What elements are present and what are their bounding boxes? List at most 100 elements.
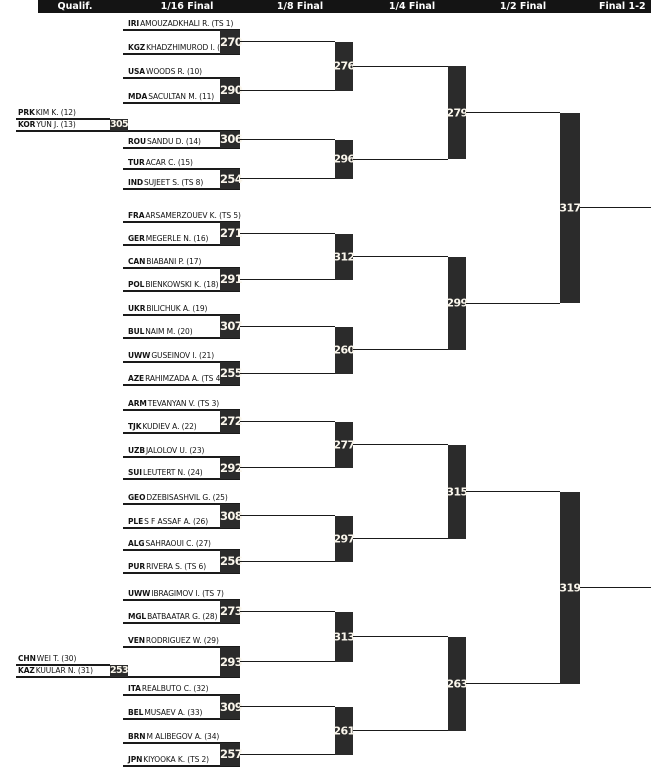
match-number: 292 [220,461,243,475]
connector-line [240,753,335,755]
athlete-slot-line [123,337,240,339]
athlete-entry: TJKKUDIEV A. (22) [128,422,197,432]
round-header-final: Final 1-2 [599,1,646,12]
athlete-slot-line [123,478,240,480]
athlete-name: AMOUZADKHALI R. (TS 1) [140,19,234,28]
country-code: SUI [128,468,142,477]
athlete-name: WOODS R. (10) [146,67,202,76]
connector-line [466,302,560,304]
qualifier-slot-line [16,130,128,132]
match-number: 291 [220,272,243,286]
athlete-name: IBRAGIMOV I. (TS 7) [151,589,224,598]
athlete-slot-line [123,168,240,170]
match-box-round [448,636,466,731]
match-box-r16 [220,362,240,385]
athlete-slot-line [123,384,240,386]
connector-line [240,706,335,708]
match-number: 297 [333,532,355,546]
country-code: GER [128,234,145,243]
athlete-name: KUDIEV A. (22) [142,422,197,431]
athlete-slot-line [123,622,240,624]
athlete-slot-line [123,290,240,292]
athlete-name: SACULTAN M. (11) [148,92,215,101]
country-code: JPN [128,755,143,764]
country-code: PLE [128,517,144,526]
athlete-slot-line [123,718,240,720]
match-box-r16 [220,30,240,54]
athlete-slot-line [123,409,240,411]
connector-line [353,158,448,160]
country-code: ALG [128,539,145,548]
athlete-entry: IRIAMOUZADKHALI R. (TS 1) [128,19,233,29]
athlete-name: KIYOOKA K. (TS 2) [143,755,210,764]
match-number: 272 [220,414,243,428]
athlete-entry: UWWIBRAGIMOV I. (TS 7) [128,589,224,599]
match-box-round [560,112,580,304]
athlete-name: MUSAEV A. (33) [144,708,203,717]
connector-line [240,232,335,234]
athlete-slot-line [123,147,240,149]
connector-line [466,491,560,493]
match-number: 306 [220,132,243,146]
qualif-match-box [110,665,128,677]
match-box-round [335,326,353,374]
match-box-r16 [220,647,240,677]
athlete-entry: AZERAHIMZADA A. (TS 4) [128,374,223,384]
athlete-name: DZEBISASHVIL G. (25) [146,493,228,502]
athlete-slot-line [123,244,240,246]
athlete-slot-line [123,694,240,696]
athlete-slot-line [123,527,240,529]
match-number: 319 [559,581,581,595]
athlete-slot-line [123,742,240,744]
match-number: 307 [220,319,243,333]
country-code: VEN [128,636,145,645]
athlete-name: RODRIGUEZ W. (29) [145,636,219,645]
match-box-r16 [220,457,240,479]
match-box-r16 [220,695,240,719]
athlete-slot-line [123,102,240,104]
athlete-name: SANDU D. (14) [146,137,201,146]
connector-line [466,112,560,114]
match-box-r16 [220,743,240,766]
match-number: 261 [333,724,355,738]
athlete-entry: BRNM ALIBEGOV A. (34) [128,732,219,742]
athlete-entry: USAWOODS R. (10) [128,67,202,77]
athlete-name: YUN J. (13) [36,120,76,129]
athlete-name: KUULAR N. (31) [35,666,93,675]
athlete-slot-line [123,53,240,55]
athlete-slot-line [123,765,240,767]
connector-line [353,538,448,540]
match-number: 290 [220,83,243,97]
round-header-qualif: Qualif. [57,1,93,12]
round-header-1-4: 1/4 Final [388,1,436,12]
match-box-r16 [220,78,240,103]
athlete-name: KIM K. (12) [35,108,76,117]
country-code: USA [128,67,145,76]
country-code: PUR [128,562,146,571]
athlete-slot-line [123,456,240,458]
country-code: CHN [18,654,36,663]
athlete-entry: GEODZEBISASHVIL G. (25) [128,493,228,503]
country-code: PRK [18,108,35,117]
athlete-slot-line [123,599,240,601]
athlete-entry: INDSUJEET S. (TS 8) [128,178,203,188]
athlete-entry: POLBIENKOWSKI K. (18) [128,280,219,290]
athlete-name: RIVERA S. (TS 6) [146,562,207,571]
athlete-entry: BULNAIM M. (20) [128,327,193,337]
match-number: 293 [220,655,243,669]
qualif-match-number: 253 [110,665,129,676]
match-number: 279 [446,106,468,120]
country-code: BRN [128,732,146,741]
match-box-round [448,66,466,160]
qualifier-feed-line [128,676,240,678]
match-number: 271 [220,226,243,240]
round-header-1-16: 1/16 Final [160,1,214,12]
athlete-entry: VENRODRIGUEZ W. (29) [128,636,219,646]
match-box-round [560,491,580,684]
athlete-slot-line [123,267,240,269]
country-code: MGL [128,612,147,621]
match-number: 317 [559,201,581,215]
country-code: TUR [128,158,145,167]
athlete-name: BIENKOWSKI K. (18) [145,280,219,289]
